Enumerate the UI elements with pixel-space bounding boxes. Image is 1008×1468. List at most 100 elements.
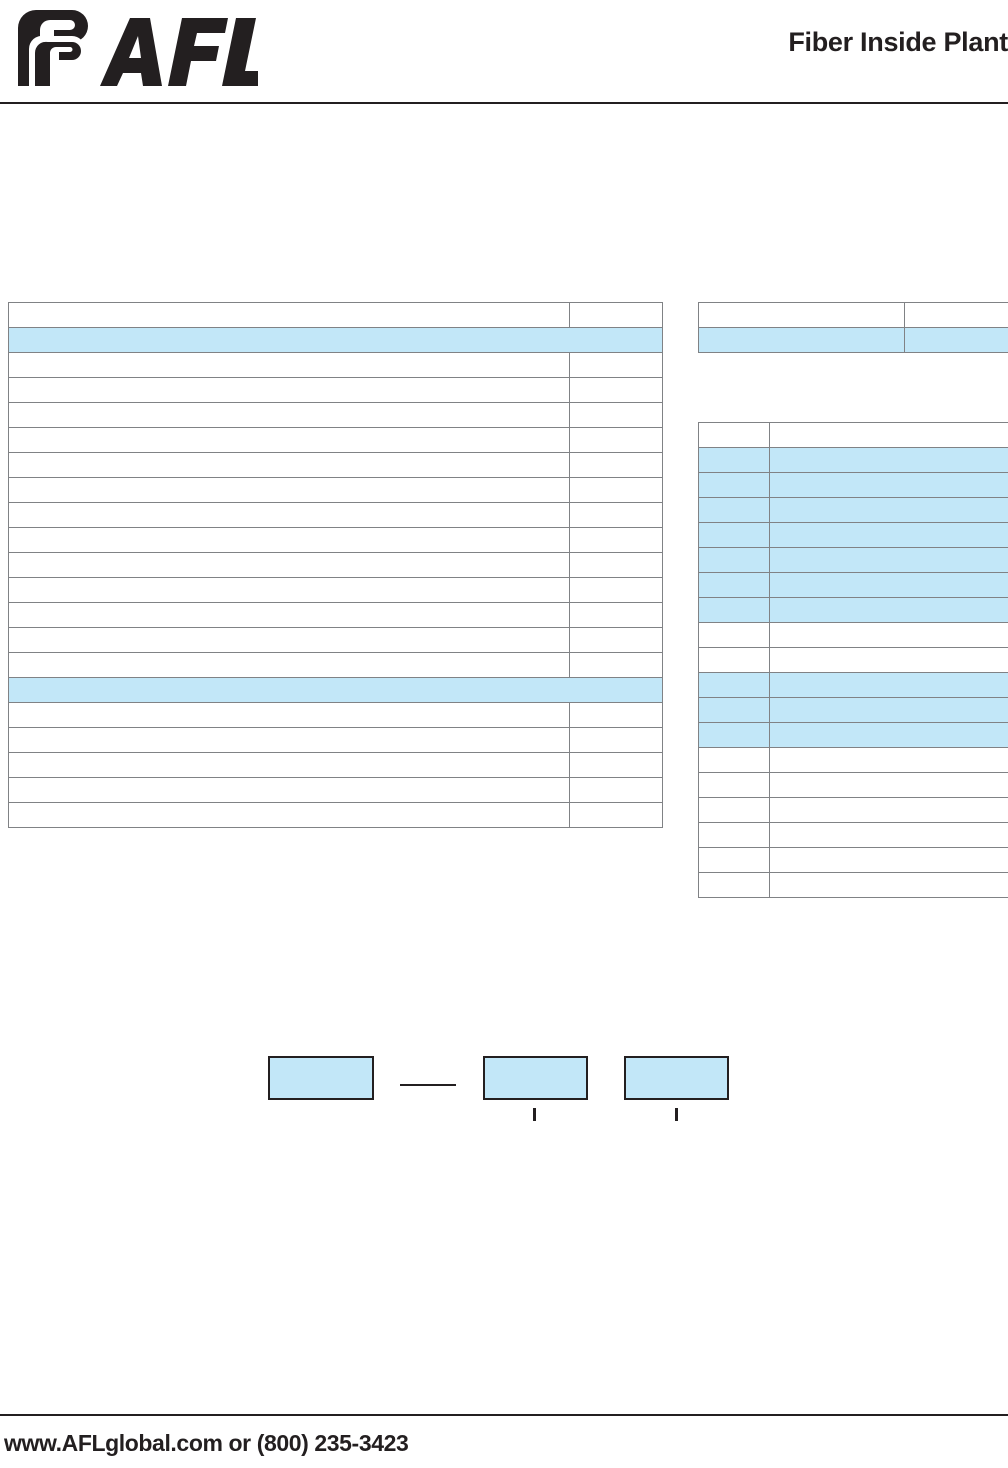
table-cell — [698, 572, 770, 598]
table-cell — [8, 427, 570, 453]
table-cell — [8, 377, 570, 403]
table-cell — [569, 602, 663, 628]
table-row — [698, 447, 1008, 473]
table-cell — [8, 527, 570, 553]
table-cell — [698, 872, 770, 898]
ordering-table-right — [698, 422, 1008, 898]
table-cell — [569, 452, 663, 478]
summary-table-top-right-body — [698, 302, 1008, 353]
table-row — [8, 552, 663, 578]
table-cell — [698, 547, 770, 573]
table-row — [698, 722, 1008, 748]
table-row — [8, 427, 663, 453]
table-cell — [698, 327, 905, 353]
table-row — [698, 572, 1008, 598]
table-row — [8, 402, 663, 428]
table-cell — [8, 477, 570, 503]
table-cell — [8, 777, 570, 803]
table-cell — [904, 302, 1008, 328]
table-cell — [8, 352, 570, 378]
table-cell — [769, 797, 1008, 823]
specification-table-left — [8, 302, 663, 828]
table-cell — [569, 552, 663, 578]
table-cell — [569, 502, 663, 528]
diagram-connector-line — [400, 1084, 456, 1086]
table-cell — [8, 452, 570, 478]
table-row — [8, 502, 663, 528]
table-cell — [698, 847, 770, 873]
table-cell — [698, 522, 770, 548]
table-cell — [8, 802, 570, 828]
header-divider — [0, 102, 1008, 104]
table-row — [698, 547, 1008, 573]
table-cell — [769, 847, 1008, 873]
footer-divider — [0, 1414, 1008, 1416]
table-cell — [769, 747, 1008, 773]
table-cell — [569, 627, 663, 653]
diagram-box-2[interactable] — [483, 1056, 588, 1100]
table-row — [8, 327, 663, 353]
table-row — [8, 802, 663, 828]
table-cell — [769, 472, 1008, 498]
table-cell — [769, 622, 1008, 648]
table-row — [698, 772, 1008, 798]
footer-contact-info[interactable]: www.AFLglobal.com or (800) 235-3423 — [4, 1430, 409, 1456]
table-row — [8, 477, 663, 503]
table-cell — [769, 647, 1008, 673]
table-cell — [769, 572, 1008, 598]
table-cell — [8, 602, 570, 628]
table-row — [698, 497, 1008, 523]
table-row — [698, 647, 1008, 673]
table-cell-section-header — [8, 677, 663, 703]
table-row — [8, 627, 663, 653]
table-cell — [569, 427, 663, 453]
table-row — [8, 652, 663, 678]
table-cell — [8, 552, 570, 578]
table-cell — [769, 872, 1008, 898]
table-cell — [698, 597, 770, 623]
table-cell — [569, 577, 663, 603]
table-cell — [698, 622, 770, 648]
table-cell — [8, 502, 570, 528]
table-cell — [769, 597, 1008, 623]
diagram-tick-2 — [675, 1108, 678, 1121]
product-configuration-diagram — [0, 1040, 1008, 1121]
table-row — [698, 672, 1008, 698]
table-row — [698, 822, 1008, 848]
table-cell — [698, 302, 905, 328]
diagram-box-3[interactable] — [624, 1056, 729, 1100]
table-cell — [569, 802, 663, 828]
specification-table-left-body — [8, 302, 663, 828]
table-cell — [569, 777, 663, 803]
table-cell — [8, 627, 570, 653]
table-cell — [698, 797, 770, 823]
table-cell — [698, 447, 770, 473]
table-row — [8, 377, 663, 403]
table-cell — [698, 747, 770, 773]
table-cell — [569, 302, 663, 328]
table-cell — [769, 697, 1008, 723]
table-cell — [769, 497, 1008, 523]
table-cell — [569, 402, 663, 428]
page-header: Fiber Inside Plant — [0, 0, 1008, 104]
table-row — [8, 352, 663, 378]
table-cell — [769, 447, 1008, 473]
table-row — [8, 602, 663, 628]
table-row — [698, 622, 1008, 648]
table-cell — [8, 402, 570, 428]
page-title: Fiber Inside Plant — [788, 27, 1008, 57]
table-cell — [569, 752, 663, 778]
table-row — [698, 327, 1008, 353]
table-cell-section-header — [8, 327, 663, 353]
table-row — [698, 697, 1008, 723]
table-cell — [569, 352, 663, 378]
table-cell — [698, 822, 770, 848]
summary-table-top-right — [698, 302, 1008, 353]
table-cell — [8, 752, 570, 778]
table-cell — [769, 672, 1008, 698]
table-cell — [769, 422, 1008, 448]
table-cell — [8, 702, 570, 728]
table-row — [8, 777, 663, 803]
diagram-box-1[interactable] — [268, 1056, 374, 1100]
table-row — [8, 452, 663, 478]
